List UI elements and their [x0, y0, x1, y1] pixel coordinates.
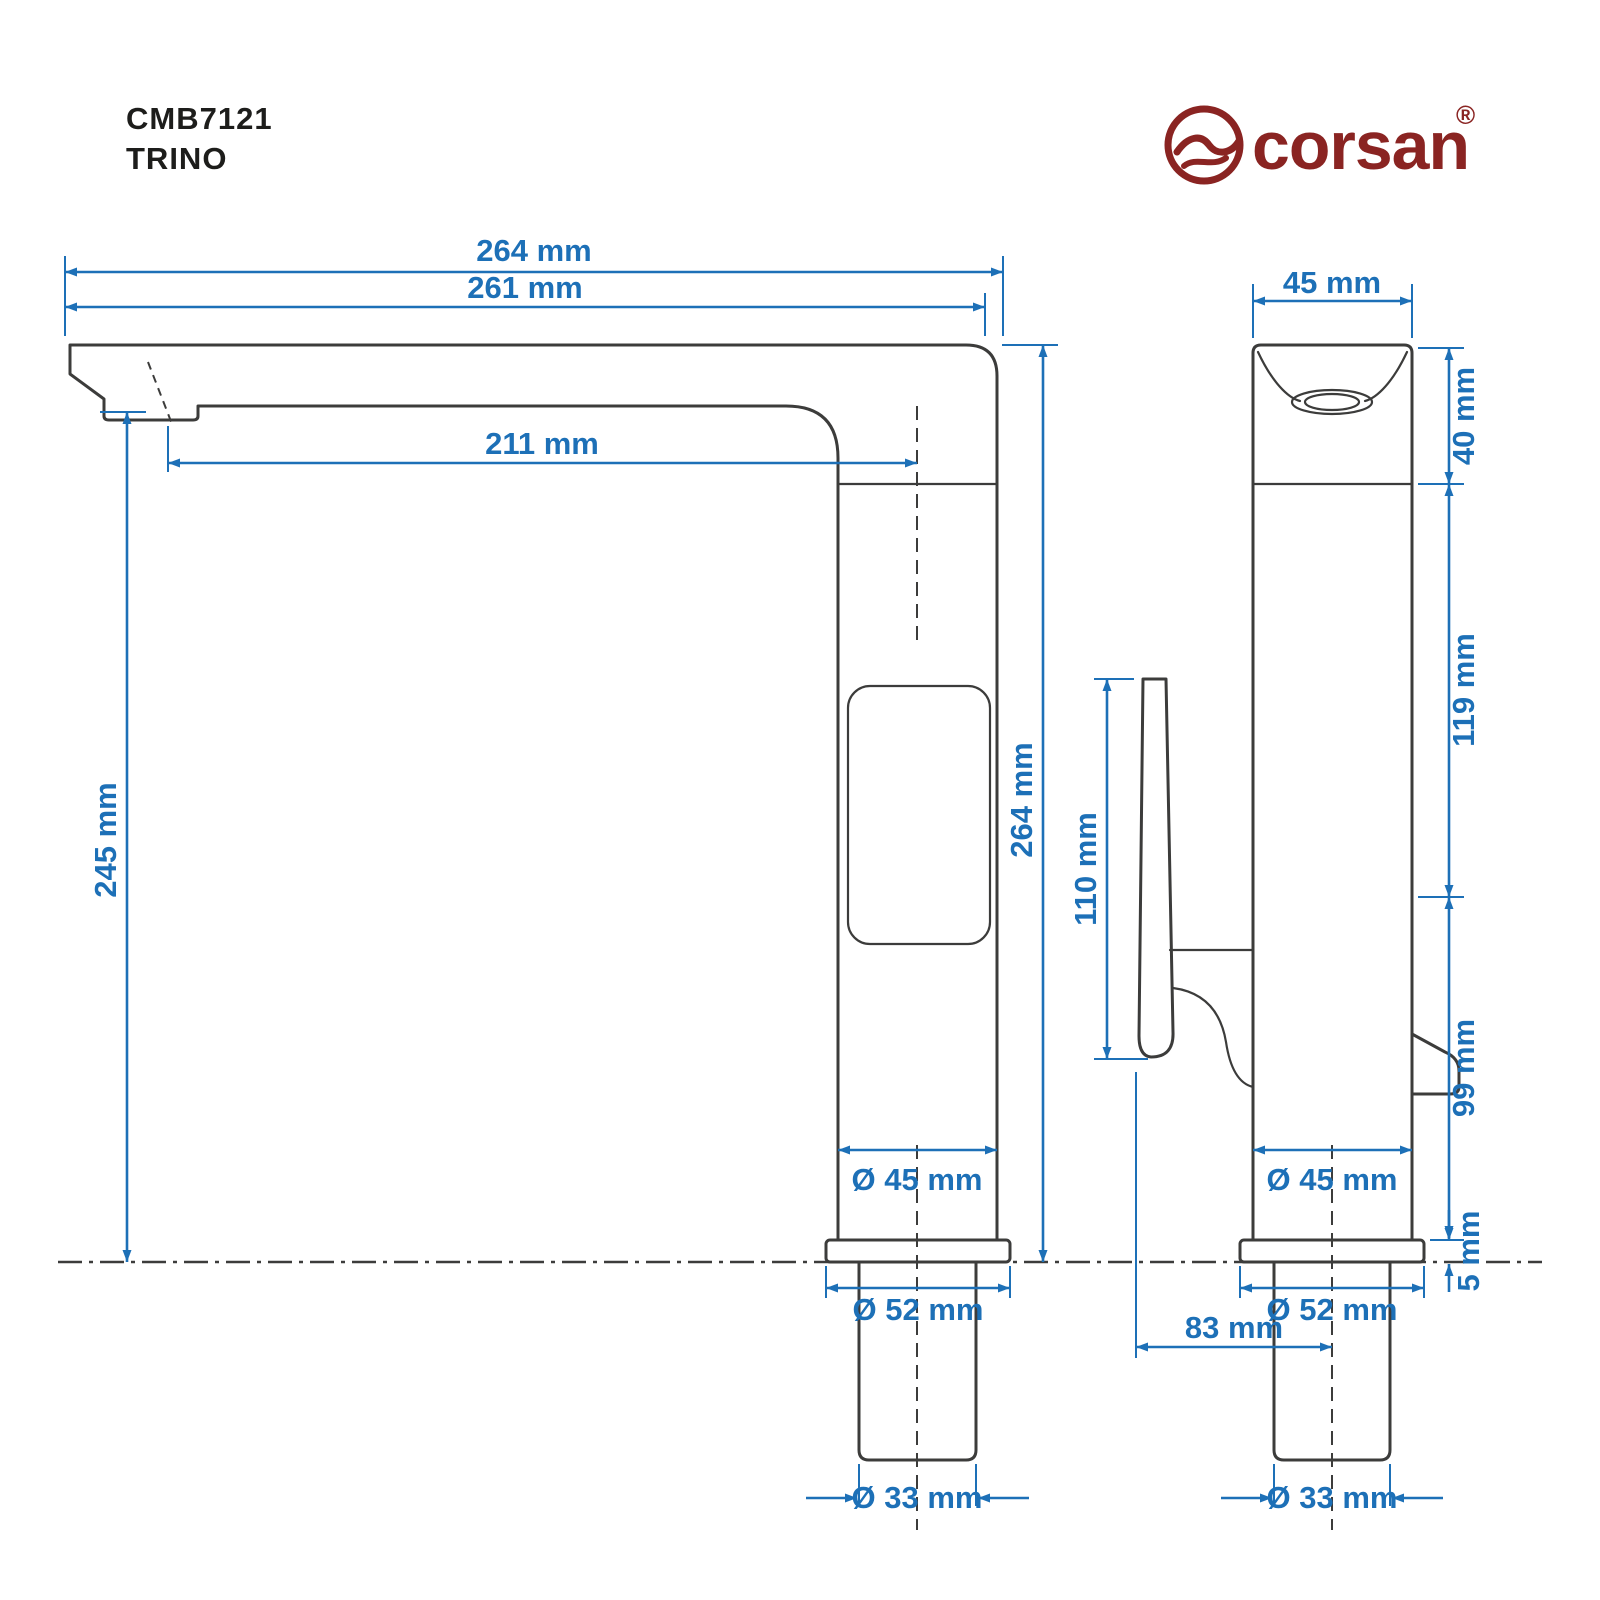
product-name: TRINO — [126, 141, 227, 176]
spout-funnel-right-line — [1363, 350, 1409, 403]
dim-right-body-width: 45 mm — [1252, 265, 1413, 338]
extension-lines — [858, 1464, 977, 1506]
dimension-label: 245 mm — [88, 782, 123, 897]
dim-right-thread-diameter: Ø 33 mm — [1221, 1464, 1443, 1515]
dim-right-handle-offset: 83 mm — [1135, 1072, 1332, 1358]
extension-lines — [1239, 1266, 1425, 1298]
faucet-side-outline — [68, 343, 999, 1242]
dimension-label: 83 mm — [1185, 1310, 1283, 1345]
dimension-label: 40 mm — [1446, 367, 1481, 465]
dim-left-base-diameter: Ø 52 mm — [825, 1266, 1011, 1327]
spout-funnel-left-line — [1256, 350, 1302, 403]
dim-right-lower-height: 99 mm — [1430, 897, 1481, 1241]
registered-mark: ® — [1456, 100, 1475, 130]
dimension-label: 110 mm — [1068, 812, 1103, 926]
brand-logo: corsan ® — [1164, 100, 1475, 185]
dim-right-base-diameter: Ø 52 mm — [1239, 1266, 1425, 1327]
extension-lines — [1273, 1464, 1391, 1506]
dimension-label: 119 mm — [1446, 633, 1481, 747]
dimension-label: 5 mm — [1451, 1211, 1486, 1292]
header: CMB7121 TRINO — [126, 101, 273, 176]
dimension-label: Ø 33 mm — [1267, 1480, 1398, 1515]
logo-text: corsan — [1252, 108, 1469, 184]
extension-lines — [1094, 678, 1148, 1060]
spout-outlet-ring — [1290, 388, 1374, 416]
logo-wave-icon — [1173, 134, 1243, 156]
dim-right-base-plate-height: 5 mm — [1444, 1210, 1486, 1292]
right-view — [1137, 343, 1461, 1462]
handle-pivot-curve — [1171, 986, 1255, 1089]
dim-left-total-height: 264 mm — [1002, 344, 1058, 1262]
dimension-label: 45 mm — [1283, 265, 1381, 300]
dimension-label: 264 mm — [476, 233, 591, 268]
dim-left-total-width: 264 mm — [64, 233, 1004, 336]
dimension-label: 99 mm — [1446, 1019, 1481, 1117]
dimension-label: 261 mm — [467, 270, 582, 305]
dimension-label: 264 mm — [1004, 742, 1039, 857]
extension-lines — [1252, 284, 1413, 338]
extension-lines — [825, 1266, 1011, 1298]
dimension-label: Ø 45 mm — [852, 1162, 983, 1197]
aerator-ring — [1303, 392, 1361, 412]
dim-left-thread-diameter: Ø 33 mm — [806, 1464, 1029, 1515]
dim-left-spout-reach: 211 mm — [167, 426, 917, 472]
dimension-label: Ø 33 mm — [852, 1480, 983, 1515]
logo-wave-icon-2 — [1181, 155, 1229, 169]
dim-right-head-height: 40 mm — [1418, 347, 1481, 485]
handle-lever — [1137, 677, 1175, 1059]
dimension-label: 211 mm — [485, 426, 599, 461]
tip-section-line — [147, 361, 173, 425]
dim-right-body-diameter: Ø 45 mm — [1253, 1145, 1412, 1197]
handle-panel — [846, 684, 992, 946]
dim-right-upper-height: 119 mm — [1418, 484, 1481, 898]
product-code: CMB7121 — [126, 101, 273, 136]
dimension-label: Ø 45 mm — [1267, 1162, 1398, 1197]
extension-lines — [1418, 347, 1464, 485]
dim-right-handle-height: 110 mm — [1068, 678, 1148, 1060]
dim-left-height-to-spout: 245 mm — [88, 411, 146, 1262]
dim-left-body-diameter: Ø 45 mm — [838, 1145, 997, 1197]
dimension-label: Ø 52 mm — [853, 1292, 984, 1327]
dim-left-spout-width: 261 mm — [65, 270, 986, 336]
faucet-front-outline — [1251, 343, 1414, 1242]
dimension-label: Ø 52 mm — [1267, 1292, 1398, 1327]
